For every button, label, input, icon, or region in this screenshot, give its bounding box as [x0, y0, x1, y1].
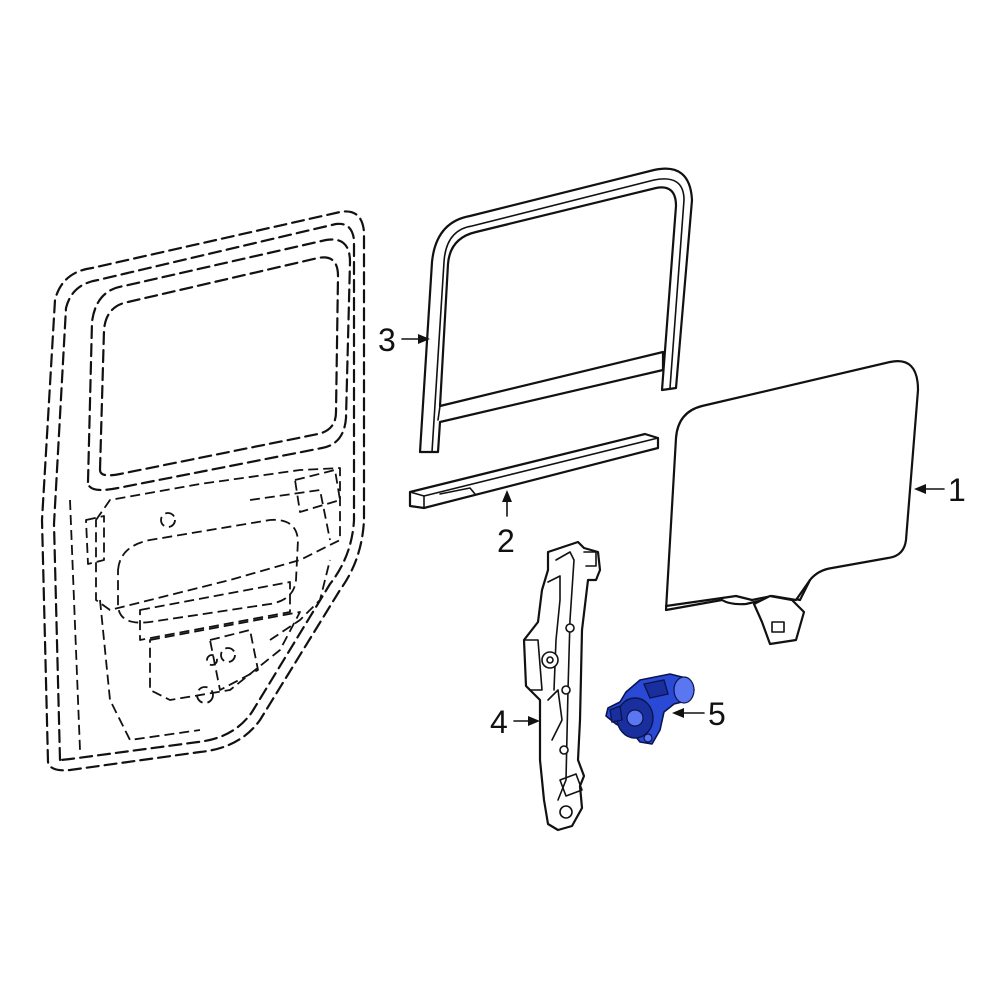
callout-label-2: 2 [497, 523, 515, 559]
window-regulator [522, 540, 602, 832]
callout-4: 4 [490, 704, 540, 740]
callout-label-5: 5 [708, 696, 726, 732]
callout-1: 1 [914, 472, 966, 508]
callout-5: 5 [672, 696, 726, 732]
callout-label-4: 4 [490, 704, 508, 740]
callout-label-3: 3 [378, 322, 396, 358]
belt-weatherstrip [408, 432, 660, 510]
callout-label-1: 1 [948, 472, 966, 508]
door-shell-outline [40, 210, 366, 772]
door-glass [664, 360, 920, 646]
window-motor [605, 673, 695, 745]
callout-3: 3 [378, 322, 430, 358]
callout-2: 2 [497, 490, 515, 559]
run-channel-frame [418, 167, 694, 454]
